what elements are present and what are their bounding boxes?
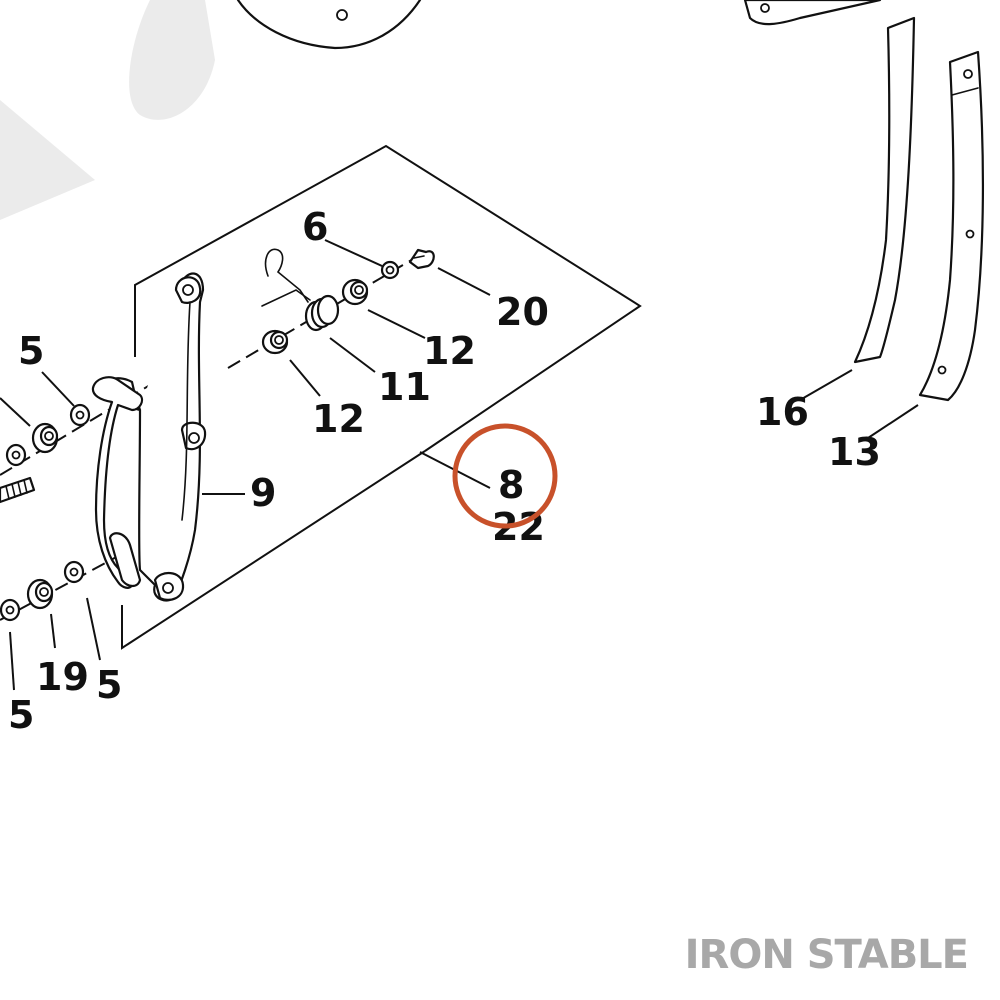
callout-16: 16 — [756, 390, 809, 434]
bracket-9 — [91, 272, 207, 602]
brand-watermark: IRON STABLE — [685, 932, 968, 978]
bolt-threads — [0, 476, 36, 504]
strut-16 — [853, 16, 916, 364]
callout-11: 11 — [378, 365, 431, 409]
callout-5-lower: 5 — [96, 663, 122, 707]
bracket-top-right — [743, 0, 882, 26]
bushing-12-upper — [341, 278, 369, 306]
callout-5-bottom: 5 — [8, 693, 34, 737]
highlight-circle — [452, 423, 558, 529]
spring-11 — [261, 248, 340, 332]
callout-13: 13 — [828, 430, 881, 474]
callout-20: 20 — [496, 290, 549, 334]
washer-6 — [380, 260, 400, 280]
strut-13 — [918, 50, 985, 402]
callout-8: 8 — [498, 463, 524, 507]
washer-5-lower — [63, 560, 85, 584]
callout-12-lower: 12 — [312, 397, 365, 441]
callout-19: 19 — [36, 655, 89, 699]
fender-part-top — [236, 0, 422, 50]
leader-lines — [0, 239, 919, 691]
callout-12-upper: 12 — [423, 329, 476, 373]
washer-upper-far-left — [5, 443, 27, 467]
callout-9: 9 — [250, 471, 276, 515]
callout-6: 6 — [302, 205, 328, 249]
bushing-12-lower — [261, 329, 289, 355]
acorn-nut-20 — [408, 248, 435, 270]
bushing-19 — [26, 578, 54, 610]
bushing-upper-left — [31, 422, 59, 454]
callout-5-upper: 5 — [18, 329, 44, 373]
background-watermark — [0, 0, 215, 220]
washer-5-upper — [69, 403, 91, 427]
washer-lower-far-left — [0, 598, 21, 622]
